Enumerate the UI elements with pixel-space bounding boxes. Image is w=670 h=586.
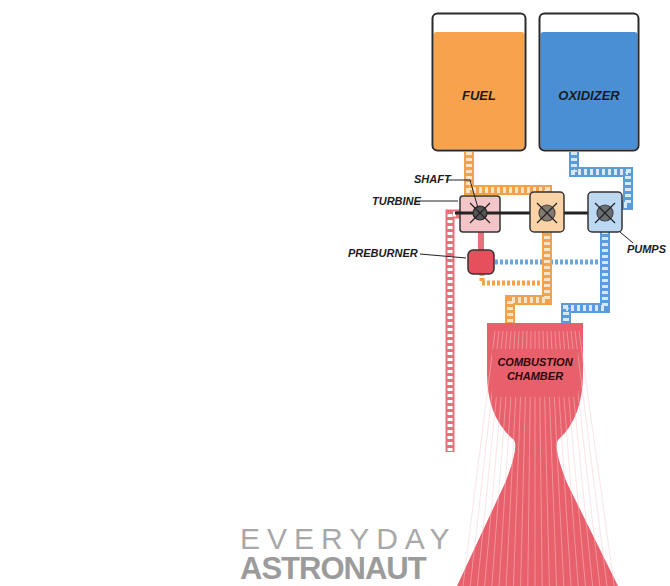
part-label: TURBINE [372,195,421,207]
pipe-body [469,152,547,323]
pipe-stripes [566,152,628,323]
exhaust-pipe-stripes [450,214,468,452]
exhaust-pipe [450,214,468,452]
part-label: PUMPS [627,243,666,255]
tank-bg [433,14,526,151]
text-ground [492,349,578,397]
propellant-tank: OXIDIZER [538,12,640,152]
watermark: EVERYDAY [240,522,457,556]
flame-streak [575,331,607,586]
leader-lines [416,180,633,258]
propellant-tank: FUEL [431,12,527,152]
preburner [468,250,494,274]
hot-gas-line [478,230,484,250]
tank-outline [540,14,639,151]
impellers [470,203,615,223]
watermark: ASTRONAUT [240,551,426,586]
flame-streak [579,331,614,586]
oxidizer-pump [588,192,622,232]
propellant-pipe [469,152,547,323]
fuel-pump [530,192,564,232]
propellant-pipe [566,152,628,323]
part-label: SHAFT [414,173,451,185]
part-label: PREBURNER [348,247,418,259]
pipe-stripes [469,152,547,323]
combustion-chamber: COMBUSTION CHAMBER [455,323,620,586]
pipe-body [566,152,628,323]
chamber-shape [457,323,618,586]
node-outline [431,12,527,152]
tank-outline [433,14,526,151]
node-outline [538,12,640,152]
chamber-label: COMBUSTION CHAMBER [492,355,578,383]
tank-label: OXIDIZER [538,88,640,103]
tank-bg [540,14,639,151]
tank-label: FUEL [431,88,527,103]
